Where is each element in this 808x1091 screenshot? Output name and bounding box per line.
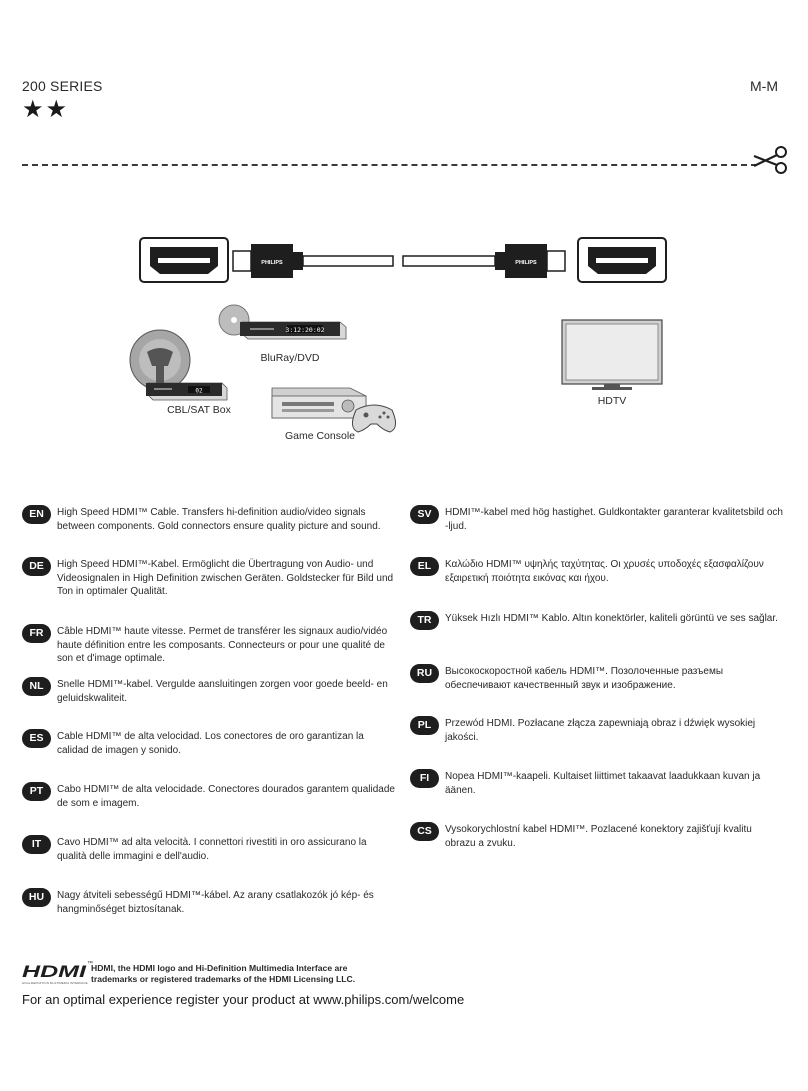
lang-badge-sv: SV — [410, 505, 439, 524]
lang-text-pt: Cabo HDMI™ de alta velocidade. Conectore… — [57, 784, 395, 809]
hdmi-logo-icon: HDMI — [22, 962, 88, 980]
lang-text-it: Cavo HDMI™ ad alta velocità. I connettor… — [57, 837, 367, 862]
bluray-label: BluRay/DVD — [261, 352, 320, 364]
lang-badge-pt: PT — [22, 782, 51, 801]
bluray-player-icon: 3:12:20:02 — [218, 304, 347, 340]
lang-text-fr: Câble HDMI™ haute vitesse. Permet de tra… — [57, 626, 388, 665]
hdmi-plug-right-icon: PHILIPS — [495, 244, 566, 278]
lang-text-cs: Vysokorychlostní kabel HDMI™. Pozlacené … — [445, 824, 752, 849]
hdmi-logo-subtext: HIGH-DEFINITION MULTIMEDIA INTERFACE — [22, 981, 88, 985]
lang-text-tr: Yüksek Hızlı HDMI™ Kablo. Altın konektör… — [445, 613, 778, 624]
cbl-sat-label: CBL/SAT Box — [167, 404, 232, 416]
lang-badge-nl: NL — [22, 677, 51, 696]
lang-text-ru: Высокоскоростной кабель HDMI™. Позолочен… — [445, 666, 724, 691]
scissors-icon — [753, 146, 787, 174]
hdmi-trademark-note: HDMI, the HDMI logo and Hi-Definition Mu… — [91, 963, 356, 985]
hdmi-cable — [302, 255, 496, 267]
lang-badge-de: DE — [22, 557, 51, 576]
rating-stars: ★★ — [22, 96, 70, 123]
lang-text-hu: Nagy átviteli sebességű HDMI™-kábel. Az … — [57, 890, 374, 915]
lang-badge-cs: CS — [410, 822, 439, 841]
plug-brand-left: PHILIPS — [261, 260, 283, 266]
lang-text-es: Cable HDMI™ de alta velocidad. Los conec… — [57, 731, 364, 756]
game-console-icon — [271, 387, 367, 419]
cable-box-icon: 02 — [146, 382, 228, 401]
hdmi-plug-left-icon: PHILIPS — [232, 244, 303, 278]
lang-badge-hu: HU — [22, 888, 51, 907]
lang-badge-it: IT — [22, 835, 51, 854]
bluray-display: 3:12:20:02 — [285, 326, 324, 334]
lang-text-fi: Nopea HDMI™-kaapeli. Kultaiset liittimet… — [445, 771, 761, 796]
lang-text-el: Καλώδιο HDMI™ υψηλής ταχύτητας. Οι χρυσέ… — [445, 559, 764, 584]
hdtv-label: HDTV — [598, 395, 627, 407]
hdmi-logo-text: HDMI — [22, 962, 88, 980]
hdmi-port-right-icon — [577, 237, 667, 283]
lang-badge-en: EN — [22, 505, 51, 524]
game-controller-icon — [352, 404, 396, 433]
hdmi-port-left-icon — [139, 237, 229, 283]
series-title: 200 SERIES — [22, 78, 103, 94]
connection-diagram: PHILIPS PHILIPS 3:12:20:02 BluRay/DVD — [129, 237, 667, 442]
cable-box-display: 02 — [195, 388, 203, 395]
lang-text-nl: Snelle HDMI™-kabel. Vergulde aansluiting… — [57, 679, 388, 704]
satellite-dish-icon — [129, 329, 191, 391]
lang-badge-fr: FR — [22, 624, 51, 643]
cut-line — [22, 164, 757, 166]
lang-text-pl: Przewód HDMI. Pozłacane złącza zapewniaj… — [445, 718, 756, 743]
hdmi-trademark: ™ — [87, 961, 93, 967]
lang-badge-fi: FI — [410, 769, 439, 788]
lang-text-de: High Speed HDMI™-Kabel. Ermöglicht die Ü… — [57, 559, 394, 598]
lang-badge-el: EL — [410, 557, 439, 576]
game-console-label: Game Console — [285, 430, 355, 442]
lang-text-en: High Speed HDMI™ Cable. Transfers hi-def… — [57, 507, 381, 532]
register-note: For an optimal experience register your … — [22, 992, 465, 1007]
model-code: M-M — [750, 78, 778, 94]
lang-badge-es: ES — [22, 729, 51, 748]
lang-badge-tr: TR — [410, 611, 439, 630]
lang-badge-ru: RU — [410, 664, 439, 683]
hdtv-icon — [561, 319, 663, 390]
lang-text-sv: HDMI™-kabel med hög hastighet. Guldkonta… — [445, 507, 783, 532]
lang-badge-pl: PL — [410, 716, 439, 735]
plug-brand-right: PHILIPS — [515, 260, 537, 266]
